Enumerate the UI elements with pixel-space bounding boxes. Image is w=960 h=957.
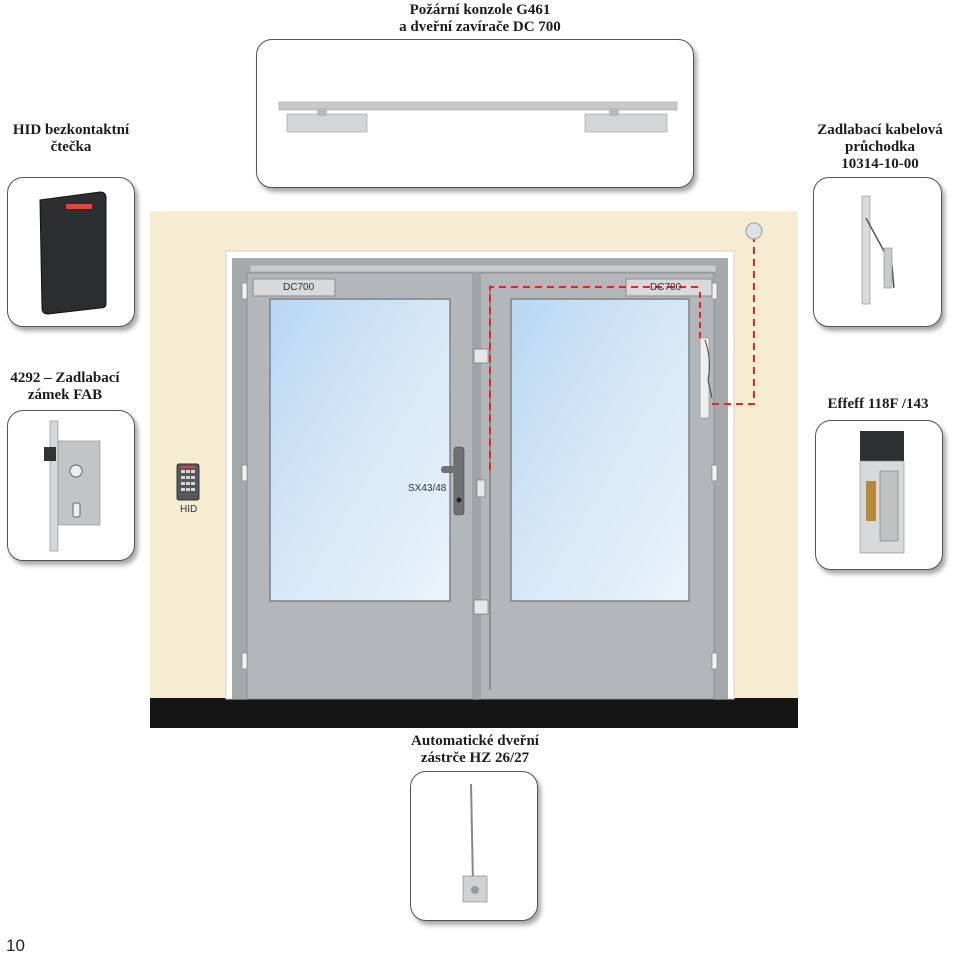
effeff-line-1: Effeff 118F /143 [827,396,929,412]
hid-reader-line-1: HID bezkontaktní [12,122,130,138]
junction-box [745,222,763,240]
mortise-lock-illustration [44,420,101,552]
fire-console-illustration [278,101,678,133]
label-cable-passthrough: Zadlabací kabelová průchodka 10314-10-00 [800,122,960,173]
effeff-strike-panel [815,420,943,570]
mortise-lock-panel [7,410,135,561]
closer-rail [249,264,717,273]
strike-plate [476,479,486,498]
left-door-closer [252,278,336,297]
fire-console-panel [256,39,694,188]
upper-bolt [473,348,489,364]
keypad-keys [181,470,195,491]
title-line-1: Požární konzole G461 [409,2,551,18]
title-line-2: a dveřní zavírače DC 700 [399,19,561,35]
door-center-stile [473,273,480,699]
closer-right-label: DC700 [650,282,682,293]
cable-line-3: 10314-10-00 [841,156,919,172]
closer-left-label: DC700 [283,282,315,293]
door-handle-plate [453,446,465,516]
hinges [241,282,718,670]
hid-reader-line-2: čtečka [50,139,92,155]
label-flush-bolts: Automatické dveřní zástrče HZ 26/27 [380,733,570,767]
lock-line-2: zámek FAB [27,387,103,403]
wiring-to-ceiling [712,238,755,405]
effeff-strike-illustration [859,431,905,554]
cable [704,339,713,399]
handle-label: SX43/48 [408,483,447,494]
wiring-top [489,286,700,470]
cable-line-1: Zadlabací kabelová [817,122,943,138]
cable-passthrough [699,337,710,419]
flush-bolts-illustration [462,783,488,903]
door-handle-lever [441,466,459,473]
right-glass-pane [510,298,690,602]
cable-passthrough-panel [813,177,942,327]
hid-reader-panel [7,177,135,327]
label-mortise-lock: 4292 – Zadlabací zámek FAB [0,370,130,404]
keypad-label: HID [180,504,198,515]
label-hid-reader: HID bezkontaktní čtečka [0,122,142,156]
page-number: 10 [6,936,25,955]
keypad-led [181,466,195,468]
bolt-line-1: Automatické dveřní [411,733,539,749]
keyhole [456,497,462,503]
floor [150,698,798,728]
bolt-line-2: zástrče HZ 26/27 [420,750,530,766]
hid-reader-illustration [39,191,107,315]
title-fire-console: Požární konzole G461 a dveřní zavírače D… [330,2,630,36]
cable-line-2: průchodka [844,139,916,155]
lock-line-1: 4292 – Zadlabací [10,370,120,386]
cable-passthrough-illustration [861,195,895,305]
flush-bolts-panel [410,771,538,921]
label-effeff-strike: Effeff 118F /143 [812,396,944,413]
lower-bolt [473,599,489,615]
left-glass-pane [269,298,451,602]
